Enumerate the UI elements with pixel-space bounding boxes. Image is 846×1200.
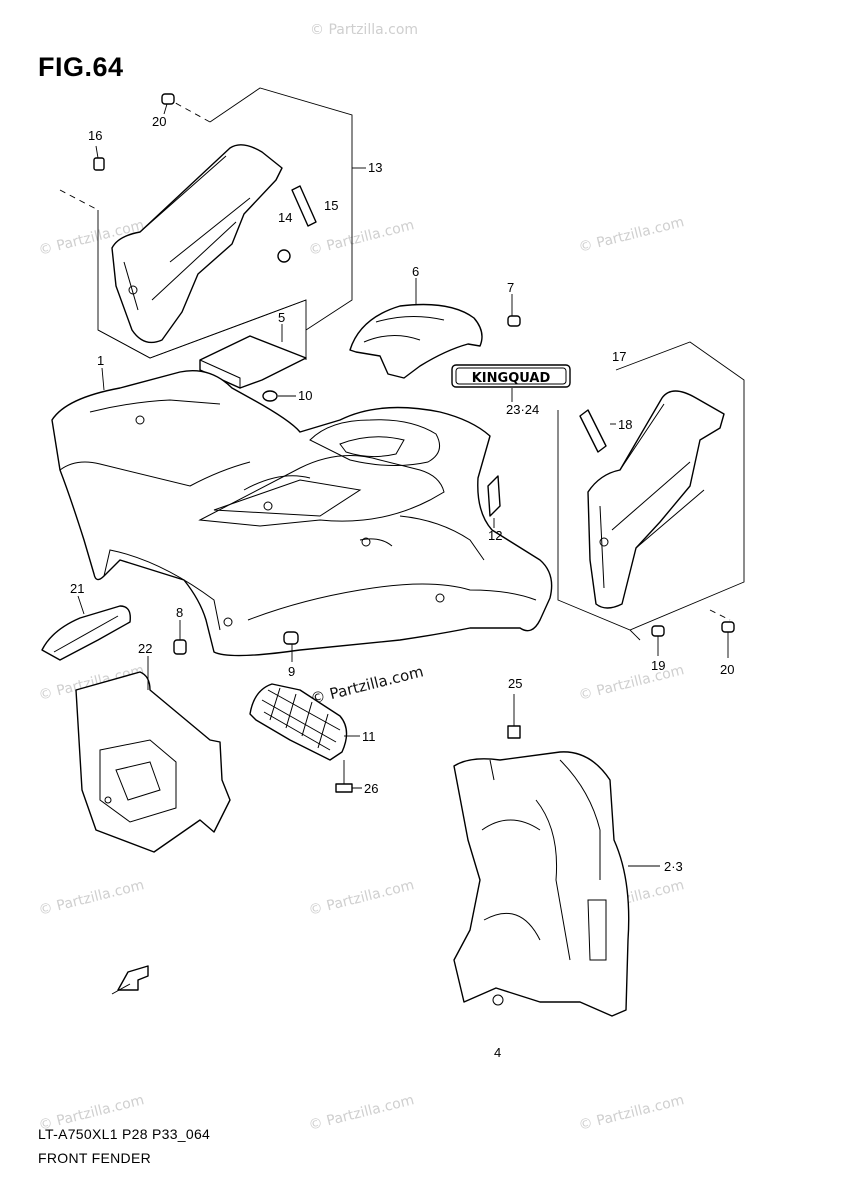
- part-13-bracket-assembly: [59, 87, 366, 360]
- callout-8: 8: [176, 605, 183, 620]
- watermark: © Partzilla.com: [307, 877, 416, 919]
- callout-12: 12: [488, 528, 502, 543]
- callout-19: 19: [651, 658, 665, 673]
- bolt-20-right: [721, 621, 735, 658]
- callout-9: 9: [288, 664, 295, 679]
- callout-25: 25: [508, 676, 522, 691]
- nut-14: [277, 249, 291, 263]
- callout-20-top: 20: [152, 114, 166, 129]
- callout-1: 1: [97, 353, 104, 368]
- part-5-pad: [199, 324, 307, 389]
- watermark: © Partzilla.com: [307, 217, 416, 259]
- bolt-7: [507, 294, 521, 327]
- callout-15: 15: [324, 198, 338, 213]
- part-1-front-fender: [51, 367, 553, 657]
- decal-text: KINGQUAD: [472, 371, 551, 386]
- bolt-16: [93, 145, 105, 171]
- callout-20-right: 20: [720, 662, 734, 677]
- part-6-cover: [349, 278, 483, 379]
- bolt-19: [651, 625, 665, 656]
- callout-18: 18: [618, 417, 632, 432]
- callout-13: 13: [368, 160, 382, 175]
- figure-title: FIG.64: [38, 52, 124, 82]
- watermark: © Partzilla.com: [37, 877, 146, 919]
- pad-18: [579, 409, 607, 453]
- footer-model-line: LT-A750XL1 P28 P33_064: [38, 1126, 211, 1142]
- pad-15: [291, 185, 317, 227]
- fender-bracket-left: [111, 144, 283, 344]
- callout-6: 6: [412, 264, 419, 279]
- callout-14: 14: [278, 210, 292, 225]
- part-17-bracket-assembly: [557, 341, 745, 641]
- callout-5: 5: [278, 310, 285, 325]
- front-direction-arrow-icon: [111, 965, 149, 995]
- part-11-grille: [249, 683, 360, 761]
- watermark: © Partzilla.com: [577, 662, 686, 704]
- callout-4: 4: [494, 1045, 501, 1060]
- callout-17: 17: [612, 349, 626, 364]
- callout-11: 11: [362, 729, 376, 744]
- callout-23-24: 23·24: [506, 402, 539, 417]
- part-2-3-inner-fender: [453, 751, 660, 1017]
- watermark: © Partzilla.com: [310, 22, 418, 38]
- footer-section-name: FRONT FENDER: [38, 1150, 152, 1166]
- screw-26: [335, 760, 362, 793]
- bolt-20-top: [161, 93, 175, 115]
- nut-10: [262, 390, 296, 402]
- watermark: © Partzilla.com: [577, 1092, 686, 1134]
- callout-2-3: 2·3: [664, 859, 683, 874]
- callout-10: 10: [298, 388, 312, 403]
- bolt-8: [173, 620, 187, 655]
- watermark: © Partzilla.com: [307, 1092, 416, 1134]
- callout-22: 22: [138, 641, 152, 656]
- kingquad-decal: KINGQUAD: [451, 364, 571, 402]
- callout-16: 16: [88, 128, 102, 143]
- callout-7: 7: [507, 280, 514, 295]
- part-12-strip: [487, 475, 501, 528]
- watermark: © Partzilla.com: [577, 214, 686, 256]
- bolt-9: [283, 631, 299, 662]
- part-21-bracket: [41, 595, 131, 661]
- screw-25: [507, 694, 521, 739]
- part-22-plate: [75, 656, 231, 853]
- callout-26: 26: [364, 781, 378, 796]
- callout-21: 21: [70, 581, 84, 596]
- watermark-dark: © Partzilla.com: [309, 662, 426, 707]
